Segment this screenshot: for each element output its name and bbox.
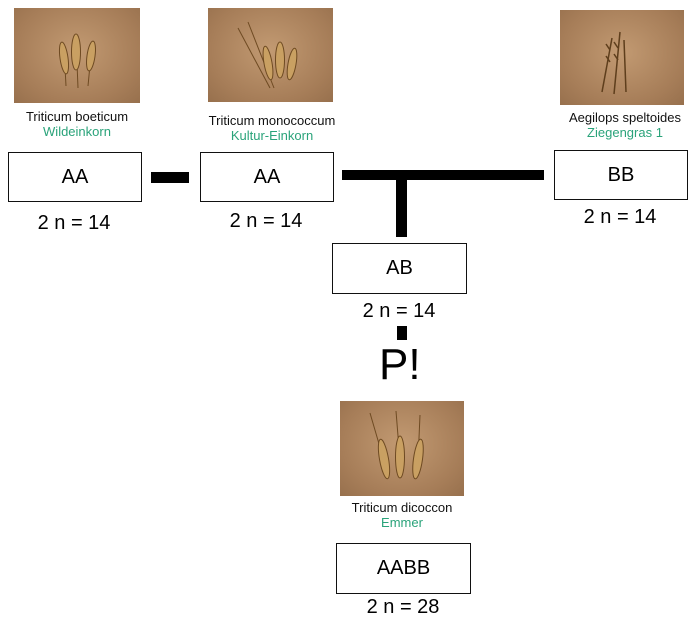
common-name-boeticum: Wildeinkorn [2,124,152,139]
genome-box-monococcum: AA [200,152,334,202]
chromosome-count-dicoccon: 2 n = 28 [342,596,464,619]
genome-box-boeticum: AA [8,152,142,202]
species-name-dicoccon: Triticum dicoccon [322,500,482,515]
genome-box-speltoides: BB [554,150,688,200]
common-name-monococcum: Kultur-Einkorn [182,128,362,143]
wheat-ear-icon [340,401,464,496]
common-name-dicoccon: Emmer [322,515,482,530]
triticum-boeticum-photo [14,8,140,103]
chromosome-count-monococcum: 2 n = 14 [206,210,326,233]
species-name-monococcum: Triticum monococcum [182,113,362,128]
aegilops-speltoides-photo [560,10,684,105]
connector-boeticum-monococcum [151,172,189,183]
genome-box-hybrid: AB [332,243,467,294]
wheat-ear-icon [14,8,140,103]
triticum-monococcum-photo [208,8,333,102]
chromosome-count-hybrid: 2 n = 14 [338,300,460,323]
species-name-boeticum: Triticum boeticum [2,109,152,124]
species-name-speltoides: Aegilops speltoides [555,110,695,125]
wheat-ear-icon [208,8,333,102]
triticum-dicoccon-photo [340,401,464,496]
genome-box-dicoccon: AABB [336,543,471,594]
common-name-speltoides: Ziegengras 1 [555,125,695,140]
connector-cross-vertical [396,170,407,237]
chromosome-count-boeticum: 2 n = 14 [14,212,134,235]
connector-hybrid-down [397,326,407,340]
chromosome-count-speltoides: 2 n = 14 [560,206,680,229]
wheat-ear-icon [560,10,684,105]
connector-cross-horizontal [342,170,544,180]
polyploidy-mark: P! [379,340,421,390]
